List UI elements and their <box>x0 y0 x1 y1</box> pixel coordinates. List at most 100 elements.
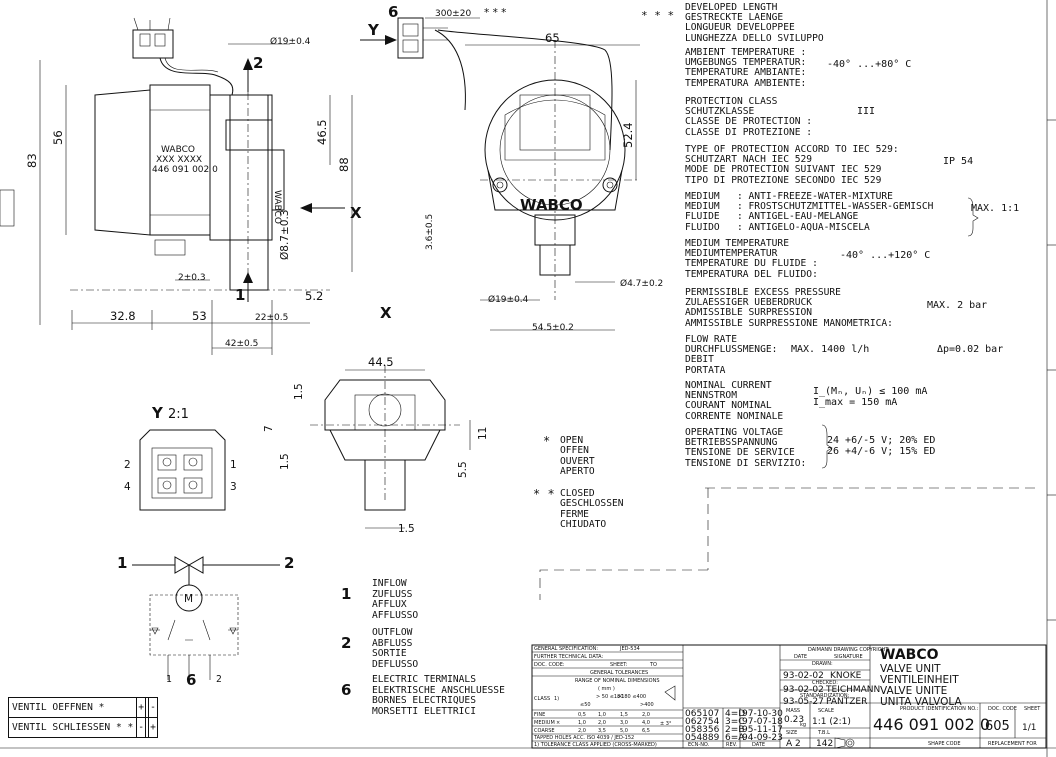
tb-date-label: DATE <box>794 654 807 660</box>
dim-53: 53 <box>192 309 207 323</box>
schematic-port-1: 1 <box>117 554 127 572</box>
spec-line: MEDIUM TEMPERATURE <box>685 238 789 249</box>
tb-spec-val: JED-534 <box>619 646 640 652</box>
tb-rev-head-ecn: ECN-NO. <box>688 742 710 748</box>
pin-2-label: 2 <box>124 459 131 471</box>
tb-pid: 446 091 002 0 <box>873 715 990 734</box>
spec-line: NENNSTROM <box>685 390 737 402</box>
rev-cell: 97-10-30 <box>742 709 783 719</box>
view-x: X 44.5 1.5 7 1.5 11 5.5 1.5 <box>263 304 489 535</box>
spec-value-2: 26 +4/-6 V; 15% ED <box>827 446 936 457</box>
vt-cell <box>145 717 150 738</box>
spec-value: MAX. 1:1 <box>971 203 1020 214</box>
spec-line: LONGUEUR DEVELOPPEE <box>685 22 795 34</box>
spec-block: TYPE OF PROTECTION ACCORD TO IEC 529:SCH… <box>685 144 1047 186</box>
vt-head-6: 6 <box>186 671 197 689</box>
spec-line: SCHUTZKLASSE <box>685 106 755 118</box>
vt-cell: - <box>136 717 147 738</box>
tb-angle-tol: ± 3° <box>660 721 672 727</box>
port-line: ELECTRIC TERMINALS <box>372 674 476 685</box>
flow-arrow-1-label: 1 <box>235 286 245 304</box>
spec-block: AMBIENT TEMPERATURE :UMGEBUNGS TEMPERATU… <box>685 47 1047 89</box>
dim-dia19-top: Ø19±0.4 <box>270 36 311 47</box>
spec-line: GESTRECKTE LAENGE <box>685 12 784 24</box>
spec-line: MEDIUM : FROSTSCHUTZMITTEL-WASSER-GEMISC… <box>685 201 934 213</box>
port-line: INFLOW <box>372 578 407 589</box>
tol-cell: 2,0 <box>598 720 606 726</box>
spec-line: FLUIDO : ANTIGELO-AQUA-MISCELA <box>685 221 870 233</box>
spec-line: PERMISSIBLE EXCESS PRESSURE <box>685 287 841 298</box>
vt-cell: + <box>148 717 158 738</box>
spec-line: NOMINAL CURRENT <box>685 380 772 391</box>
spec-line: CLASSE DE PROTECTION : <box>685 116 813 128</box>
spec-line: TEMPERATURA AMBIENTE: <box>685 77 807 89</box>
tb-sheet-value: 1/1 <box>1022 723 1036 733</box>
title-block: GENERAL SPECIFICATION: JED-534 FURTHER T… <box>531 644 1047 749</box>
schematic-port-2: 2 <box>284 554 294 572</box>
rev-cell: 94-09-23 <box>742 733 783 743</box>
pin-1-label: 1 <box>230 459 237 471</box>
spec-line: ZULAESSIGER UEBERDRUCK <box>685 297 813 309</box>
tol-cell: 4,0 <box>642 720 650 726</box>
dim-42: 42±0.5 <box>225 339 258 349</box>
legend-line: OFFEN <box>560 445 589 457</box>
tb-mass-unit: kg <box>800 722 806 728</box>
valve-schematic: M 1 2 <box>117 554 294 680</box>
spec-line: TEMPERATURE DU FLUIDE : <box>685 258 818 270</box>
vt-cell: + <box>136 697 147 718</box>
tb-brand-logo: WABCO <box>880 647 939 663</box>
rev-cell: 6=A <box>725 733 745 743</box>
tb-further: FURTHER TECHNICAL DATA: <box>534 654 603 660</box>
port-line: MORSETTI ELETTRICI <box>372 705 476 717</box>
tb-general-spec: GENERAL SPECIFICATION: <box>534 646 598 652</box>
dim-7: 7 <box>263 425 275 432</box>
terminal-6-callout: 6 <box>388 3 398 21</box>
tb-to: TO <box>649 662 657 668</box>
tb-col-3: >400 <box>640 702 654 708</box>
rev-cell: 054889 <box>685 733 720 743</box>
spec-line: PORTATA <box>685 364 726 376</box>
tol-cell: 5,0 <box>620 728 628 734</box>
margin-tab <box>0 189 15 227</box>
port-line: OUTFLOW <box>372 627 413 638</box>
tb-rev-head-date: DATE <box>752 742 765 748</box>
rev-cell: 97-07-18 <box>742 717 783 727</box>
dim-dia4-7: Ø4.7±0.2 <box>620 278 663 289</box>
tol-cell: 0,5 <box>578 712 586 718</box>
dim-300-marker: * * * <box>484 7 506 19</box>
spec-line: UMGEBUNGS TEMPERATUR: <box>685 57 807 69</box>
tb-rev-head-rev: REV. <box>726 742 737 748</box>
tol-cell: 3,0 <box>620 720 628 726</box>
legend-line: OPEN <box>560 435 584 446</box>
tb-col-0: ≤50 <box>580 702 591 708</box>
tb-standard: STANDARDIZATION: <box>800 693 850 699</box>
tb-title-fr: VALVE UNITE <box>880 685 947 697</box>
dim-5-2: 5.2 <box>305 289 323 303</box>
view-y-scale: 2:1 <box>168 407 189 422</box>
body-label-side: WABCO <box>272 190 282 224</box>
dim-65: 65 <box>545 31 560 45</box>
dim-56: 56 <box>51 130 65 145</box>
port-line: AFFLUX <box>372 599 407 611</box>
tb-tol-note: 1) TOLERANCE CLASS APPLIED (CROSS-MARKED… <box>534 742 657 748</box>
tb-copyright: DAIMANN DRAWING COPYRIGHT <box>808 647 889 653</box>
tb-size-value: A 2 <box>786 739 801 749</box>
dim-1-5b: 1.5 <box>279 453 291 470</box>
tb-checked-name: TEICHMANN <box>825 685 880 695</box>
port-line: ZUFLUSS <box>372 588 413 600</box>
spec-value: -40° ...+120° C <box>840 250 931 261</box>
voltage-brace <box>821 424 833 469</box>
tb-doc-code: DOC. CODE: <box>534 662 565 668</box>
dim-3-6: 3.6±0.5 <box>425 214 435 250</box>
front-pipe-stub <box>539 244 571 276</box>
vt-row: VENTIL SCHLIESSEN * *-+ <box>7 717 158 738</box>
dim-11: 11 <box>477 427 489 440</box>
tb-sheet-label: SHEET <box>1024 706 1041 712</box>
tb-title-it: UNITA VALVOLA <box>880 696 962 708</box>
tb-pid-label: PRODUCT IDENTIFICATION NO.: <box>900 706 979 712</box>
